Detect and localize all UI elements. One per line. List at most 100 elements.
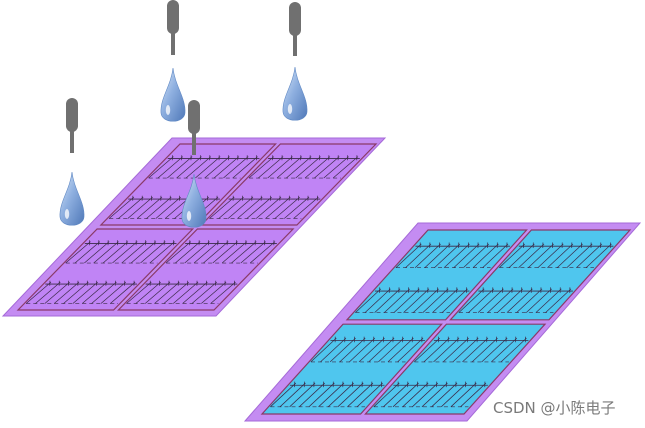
dropper	[282, 2, 308, 121]
solar-cell	[199, 143, 378, 226]
circuit-tick	[424, 243, 451, 268]
circuit-tick	[44, 281, 70, 304]
circuit-tick	[82, 281, 108, 304]
circuit-tick	[384, 288, 410, 313]
circuit-tick	[218, 196, 244, 219]
circuit-tick	[184, 241, 210, 264]
circuit-tick	[442, 337, 469, 363]
solar-cell	[260, 323, 443, 415]
circuit-tick	[477, 288, 504, 313]
circuit-tick	[412, 288, 439, 313]
cell-body	[199, 143, 378, 226]
circuit-tick	[146, 196, 172, 219]
circuit-tick	[373, 382, 400, 408]
circuit-tick	[458, 288, 485, 313]
circuit-tick	[72, 281, 98, 304]
circuit-tick	[65, 241, 91, 264]
circuit-tick	[157, 156, 184, 179]
circuit-tick	[332, 156, 359, 179]
circuit-tick	[240, 241, 266, 264]
circuit-tick	[84, 241, 110, 264]
circuit-tick	[450, 382, 477, 408]
circuit-tick	[318, 382, 345, 408]
circuit-tick	[347, 382, 374, 408]
circuit-tick	[182, 281, 208, 304]
circuit-tick	[140, 241, 166, 264]
circuit-tick	[293, 196, 319, 219]
circuit-tick	[204, 156, 230, 179]
circuit-tick	[526, 288, 552, 313]
circuit-tick	[112, 241, 138, 264]
circuit-tick	[499, 243, 525, 268]
circuit-tick	[102, 241, 129, 264]
circuit-tick	[327, 382, 354, 408]
drop-highlight	[287, 104, 293, 114]
cell-body	[116, 228, 295, 311]
drop-highlight	[165, 105, 171, 115]
circuit-tick	[265, 196, 291, 219]
circuit-tick	[213, 156, 240, 179]
solar-cell	[99, 143, 278, 226]
circuit-tick	[364, 288, 391, 313]
circuit-tick	[421, 382, 448, 408]
droppers	[59, 0, 308, 228]
circuit-tick	[431, 382, 458, 408]
circuit-tick	[176, 156, 202, 179]
circuit-tick	[491, 337, 518, 363]
circuit-tick	[155, 196, 181, 219]
circuit-tick	[441, 288, 468, 313]
panel-right	[243, 222, 642, 422]
circuit-tick	[299, 382, 325, 408]
circuit-tick	[497, 288, 524, 313]
circuit-tick	[276, 156, 303, 179]
circuit-tick	[472, 243, 499, 268]
circuit-tick	[191, 281, 218, 304]
circuit-tick	[195, 156, 221, 179]
circuit-tick	[535, 288, 562, 313]
circuit-tick	[547, 243, 574, 268]
circuit-tick	[53, 281, 80, 304]
circuit-tick	[249, 241, 276, 264]
circuit-tick	[471, 337, 498, 363]
circuit-tick	[308, 382, 335, 408]
dropper	[160, 0, 186, 122]
circuit-tick	[258, 156, 284, 179]
dropper-bulb	[66, 98, 78, 132]
drop-highlight	[64, 209, 70, 219]
circuit-tick	[255, 196, 282, 219]
dropper	[59, 98, 85, 226]
circuit-tick	[203, 241, 229, 264]
circuit-tick	[148, 156, 174, 179]
circuit-tick	[310, 337, 337, 363]
cell-body	[260, 323, 443, 415]
cell-body	[16, 228, 195, 311]
circuit-tick	[246, 196, 272, 219]
circuit-tick	[349, 337, 376, 363]
circuit-tick	[355, 288, 382, 313]
circuit-tick	[279, 382, 306, 408]
circuit-tick	[527, 243, 554, 268]
water-drop	[59, 171, 85, 226]
circuit-tick	[221, 241, 248, 264]
circuit-tick	[585, 243, 612, 268]
circuit-tick	[403, 288, 430, 313]
dropper-bulb	[289, 2, 301, 36]
circuit-tick	[462, 337, 489, 363]
circuit-tick	[576, 243, 603, 268]
circuit-tick	[374, 288, 401, 313]
circuit-tick	[441, 382, 467, 408]
solar-cell	[16, 228, 195, 311]
circuit-tick	[270, 382, 297, 408]
circuit-tick	[284, 196, 310, 219]
circuit-tick	[286, 156, 312, 179]
circuit-tick	[414, 337, 440, 363]
circuit-tick	[395, 243, 422, 268]
circuit-tick	[566, 243, 593, 268]
circuit-tick	[434, 243, 461, 268]
circuit-tick	[93, 241, 119, 264]
circuit-tick	[108, 196, 135, 219]
circuit-tick	[149, 241, 175, 264]
circuit-tick	[74, 241, 101, 264]
circuit-tick	[314, 156, 340, 179]
solar-cell	[364, 323, 547, 415]
